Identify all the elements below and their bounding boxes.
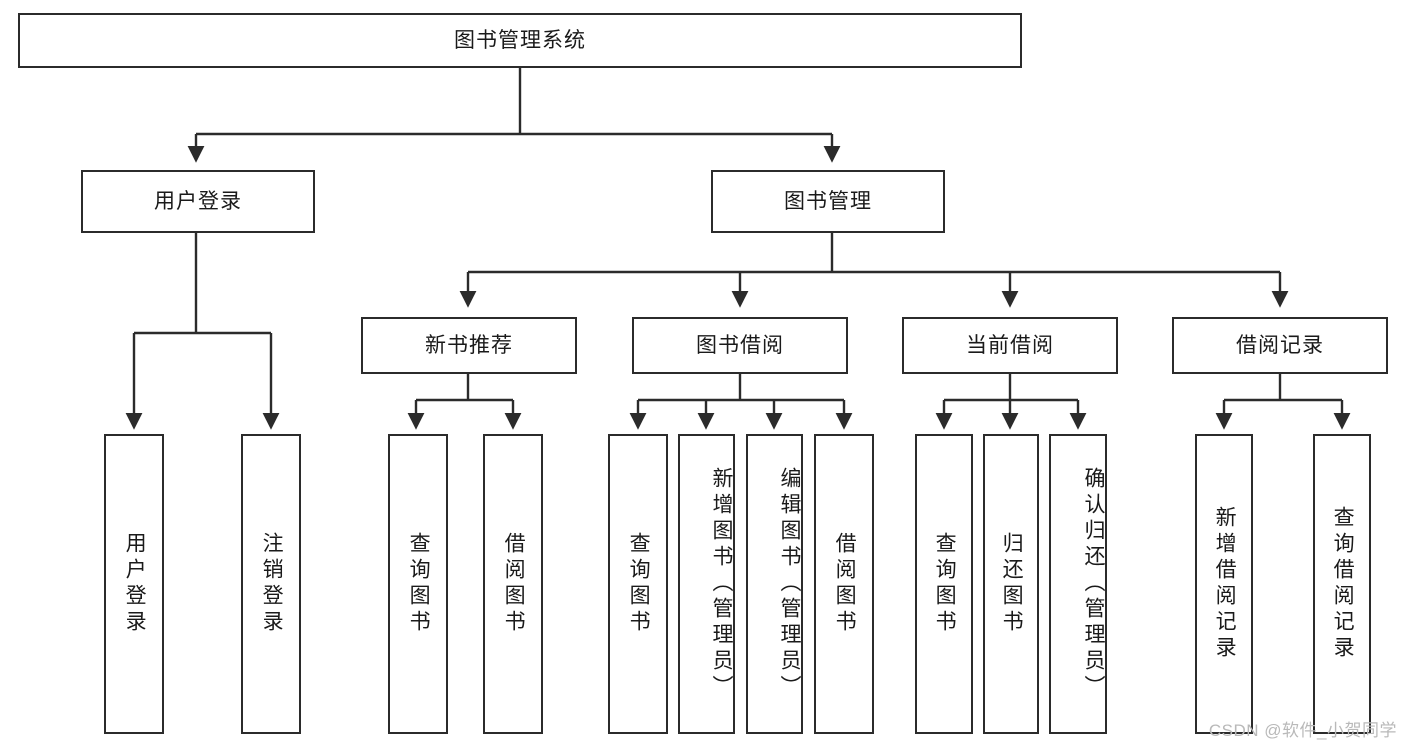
node-leaf-query-book-borrow[interactable]: 查询图书 <box>608 434 668 734</box>
node-leaf-logout-login[interactable]: 注销登录 <box>241 434 301 734</box>
node-leaf-borrow-book-borrow-label: 借阅图书 <box>833 532 857 636</box>
node-leaf-logout-login-label: 注销登录 <box>260 532 284 636</box>
node-leaf-edit-book-label: 编辑图书（管理员） <box>778 467 801 701</box>
node-borrow-record-label: 借阅记录 <box>1236 333 1324 357</box>
node-leaf-query-book-borrow-label: 查询图书 <box>627 532 651 636</box>
node-leaf-confirm-return-label: 确认归还（管理员） <box>1082 467 1105 701</box>
node-leaf-query-borrow-record-label: 查询借阅记录 <box>1331 506 1355 662</box>
node-leaf-add-book-label: 新增图书（管理员） <box>710 467 733 701</box>
node-leaf-add-borrow-record-label: 新增借阅记录 <box>1213 506 1237 662</box>
node-leaf-return-book[interactable]: 归还图书 <box>983 434 1039 734</box>
node-book-borrow-label: 图书借阅 <box>696 333 784 357</box>
node-leaf-return-book-label: 归还图书 <box>1000 532 1024 636</box>
node-leaf-edit-book[interactable]: 编辑图书（管理员） <box>746 434 803 734</box>
node-new-book-recommend[interactable]: 新书推荐 <box>361 317 577 374</box>
node-leaf-user-login-label: 用户登录 <box>123 532 147 636</box>
node-book-manage-label: 图书管理 <box>784 189 872 213</box>
node-user-login-label: 用户登录 <box>154 189 242 213</box>
node-current-borrow-label: 当前借阅 <box>966 333 1054 357</box>
node-current-borrow[interactable]: 当前借阅 <box>902 317 1118 374</box>
node-leaf-query-borrow-record[interactable]: 查询借阅记录 <box>1313 434 1371 734</box>
node-book-borrow[interactable]: 图书借阅 <box>632 317 848 374</box>
node-leaf-borrow-book-borrow[interactable]: 借阅图书 <box>814 434 874 734</box>
node-leaf-query-book-recommend[interactable]: 查询图书 <box>388 434 448 734</box>
node-root-label: 图书管理系统 <box>454 28 586 52</box>
node-book-manage[interactable]: 图书管理 <box>711 170 945 233</box>
node-leaf-query-book-current-label: 查询图书 <box>933 532 957 636</box>
node-root-book-management-system[interactable]: 图书管理系统 <box>18 13 1022 68</box>
node-leaf-borrow-book-recommend[interactable]: 借阅图书 <box>483 434 543 734</box>
node-new-book-recommend-label: 新书推荐 <box>425 333 513 357</box>
node-leaf-add-book[interactable]: 新增图书（管理员） <box>678 434 735 734</box>
node-user-login[interactable]: 用户登录 <box>81 170 315 233</box>
node-leaf-query-book-current[interactable]: 查询图书 <box>915 434 973 734</box>
watermark: CSDN @软件_小贺同学 <box>1208 721 1397 740</box>
node-borrow-record[interactable]: 借阅记录 <box>1172 317 1388 374</box>
node-leaf-confirm-return[interactable]: 确认归还（管理员） <box>1049 434 1107 734</box>
node-leaf-borrow-book-recommend-label: 借阅图书 <box>502 532 526 636</box>
node-leaf-user-login[interactable]: 用户登录 <box>104 434 164 734</box>
node-leaf-query-book-recommend-label: 查询图书 <box>407 532 431 636</box>
node-leaf-add-borrow-record[interactable]: 新增借阅记录 <box>1195 434 1253 734</box>
